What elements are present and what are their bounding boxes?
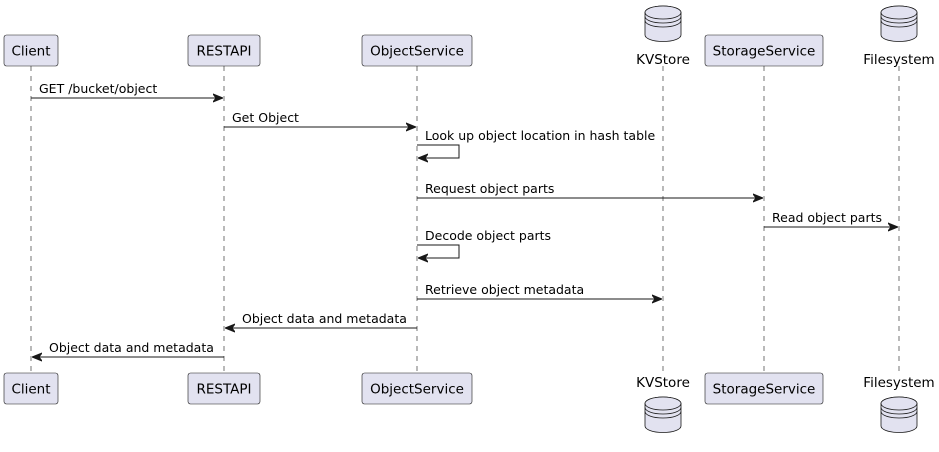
participant-box [3, 34, 59, 67]
database-icon [880, 396, 918, 433]
database-filesystem-bottom: Filesystem [863, 375, 935, 433]
message-label: Retrieve object metadata [425, 282, 584, 297]
message-2: Get Object [224, 110, 416, 127]
participant-client-bottom: Client [3, 372, 59, 405]
message-label: GET /bucket/object [39, 81, 157, 96]
database-kvstore-bottom: KVStore [636, 375, 690, 433]
database-label: KVStore [636, 375, 690, 391]
message-6: Decode object parts [417, 228, 551, 258]
participant-restapi-top: RESTAPI [187, 34, 261, 67]
participant-label: StorageService [713, 382, 816, 398]
participant-storageservice-bottom: StorageService [704, 372, 824, 405]
database-filesystem-top: Filesystem [863, 5, 935, 68]
message-8: Object data and metadata [225, 311, 417, 328]
participant-label: ObjectService [370, 44, 464, 60]
participant-label: RESTAPI [196, 382, 251, 398]
participant-box [187, 372, 261, 405]
self-message-arrow [417, 244, 460, 258]
participant-box [704, 372, 824, 405]
participant-label: Client [11, 382, 50, 398]
message-label: Decode object parts [425, 228, 551, 243]
self-message-arrow [417, 144, 460, 158]
database-icon [644, 396, 682, 433]
message-4: Request object parts [417, 181, 763, 198]
participant-restapi-bottom: RESTAPI [187, 372, 261, 405]
message-7: Retrieve object metadata [417, 282, 662, 299]
participant-box [187, 34, 261, 67]
participant-box [3, 372, 59, 405]
message-3: Look up object location in hash table [417, 128, 655, 158]
message-label: Object data and metadata [242, 311, 407, 326]
participant-label: StorageService [713, 44, 816, 60]
participant-box [361, 372, 473, 405]
participant-client-top: Client [3, 34, 59, 67]
database-kvstore-top: KVStore [636, 5, 690, 68]
database-icon [880, 5, 918, 42]
participant-box [361, 34, 473, 67]
message-label: Object data and metadata [49, 340, 214, 355]
message-label: Get Object [232, 110, 299, 125]
message-1: GET /bucket/object [31, 81, 223, 98]
participant-label: RESTAPI [196, 44, 251, 60]
message-label: Look up object location in hash table [425, 128, 655, 143]
database-label: Filesystem [863, 375, 934, 391]
database-label: Filesystem [863, 52, 934, 68]
message-label: Request object parts [425, 181, 554, 196]
participant-storageservice-top: StorageService [704, 34, 824, 67]
message-5: Read object parts [764, 210, 898, 227]
participant-objectservice-bottom: ObjectService [361, 372, 473, 405]
message-label: Read object parts [772, 210, 882, 225]
database-icon [644, 5, 682, 42]
participant-label: ObjectService [370, 382, 464, 398]
participant-box [704, 34, 824, 67]
message-9: Object data and metadata [32, 340, 224, 357]
participant-objectservice-top: ObjectService [361, 34, 473, 67]
database-label: KVStore [636, 52, 690, 68]
participant-label: Client [11, 44, 50, 60]
